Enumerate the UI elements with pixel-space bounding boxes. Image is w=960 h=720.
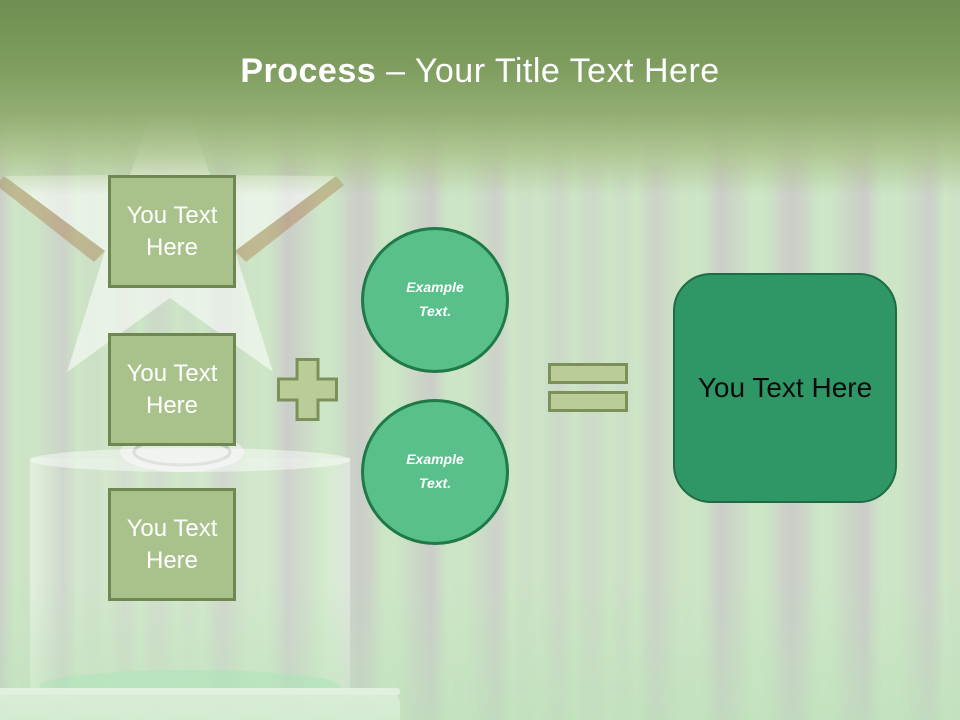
bottom-glow — [0, 580, 960, 720]
placeholder-label: You Text Here — [126, 202, 218, 261]
placeholder-label: You Text Here — [126, 360, 218, 419]
result-label: You Text Here — [697, 372, 873, 403]
header-gradient — [0, 0, 960, 195]
circle-label: Example Text. — [406, 279, 464, 319]
example-circle-2[interactable]: Example Text. — [361, 399, 509, 545]
slide-title[interactable]: Process – Your Title Text Here — [0, 52, 960, 91]
example-circle-1[interactable]: Example Text. — [361, 227, 509, 373]
text-placeholder-1[interactable]: You Text Here — [108, 175, 236, 288]
trophy-pedestal — [0, 688, 400, 720]
trophy-pedestal-highlight — [0, 688, 400, 695]
placeholder-label: You Text Here — [126, 515, 218, 574]
equals-bar-bottom — [548, 391, 628, 412]
trophy-cylinder-top — [30, 448, 350, 472]
circle-label: Example Text. — [406, 451, 464, 491]
text-placeholder-2[interactable]: You Text Here — [108, 333, 236, 446]
title-subtitle: – Your Title Text Here — [376, 52, 720, 90]
text-placeholder-3[interactable]: You Text Here — [108, 488, 236, 601]
equals-bar-top — [548, 363, 628, 384]
title-keyword: Process — [240, 52, 377, 90]
trophy-cylinder-glow — [40, 670, 340, 702]
plus-icon — [277, 358, 338, 426]
star-copper-edge-left — [0, 176, 105, 262]
star-copper-edge-right — [235, 176, 344, 262]
equals-icon — [548, 363, 628, 412]
result-placeholder[interactable]: You Text Here — [673, 273, 897, 503]
